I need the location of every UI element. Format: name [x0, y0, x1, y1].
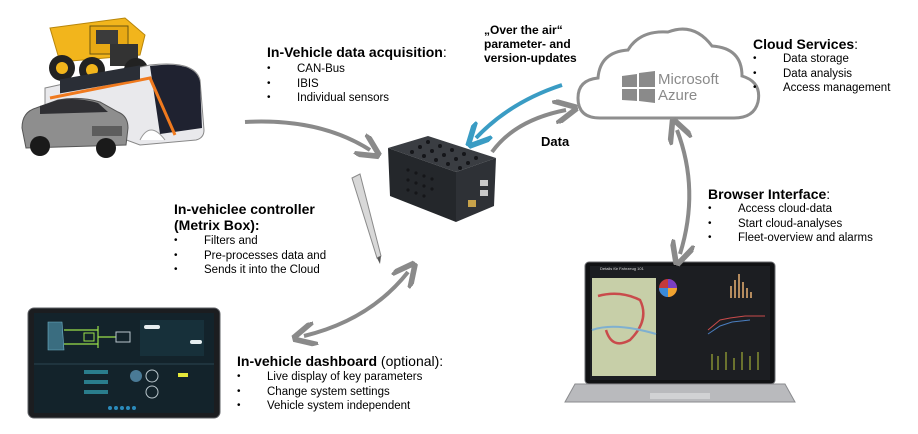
controller-block: In-vehiclee controller (Metrix Box): Fil…	[174, 201, 326, 278]
list-item: Start cloud-analyses	[708, 217, 873, 232]
dump-truck-icon	[49, 17, 148, 83]
list-item: CAN-Bus	[267, 62, 447, 77]
controller-title: In-vehiclee controller (Metrix Box):	[174, 201, 326, 233]
data-label: Data	[541, 134, 570, 149]
list-item: IBIS	[267, 77, 447, 92]
browser-list: Access cloud-data Start cloud-analyses F…	[708, 202, 873, 246]
list-item: Fleet-overview and alarms	[708, 231, 873, 246]
car-icon	[21, 97, 129, 158]
list-item: Vehicle system independent	[237, 399, 443, 414]
metrix-box-device	[388, 136, 496, 222]
list-item: Individual sensors	[267, 91, 447, 106]
list-item: Data storage	[753, 52, 890, 67]
logo-azure: Azure	[658, 87, 698, 104]
ota-line: version-updates	[484, 51, 577, 65]
azure-logo-text: Microsoft Azure	[658, 72, 719, 104]
arrow-cloud-browser	[677, 130, 689, 254]
list-item: Access cloud-data	[708, 202, 873, 217]
browser-block: Browser Interface: Access cloud-data Sta…	[708, 186, 873, 246]
cloud-title: Cloud Services:	[753, 36, 859, 52]
arrow-vehicles-to-box	[244, 119, 370, 150]
logo-microsoft: Microsoft	[658, 71, 719, 88]
list-item: Change system settings	[237, 385, 443, 400]
laptop-image	[564, 261, 796, 403]
list-item: Access management	[753, 81, 890, 96]
acquisition-title: In-Vehicle data acquisition:	[267, 44, 447, 60]
dashboard-block: In-vehicle dashboard (optional): Live di…	[237, 353, 443, 414]
list-item: Pre-processes data and	[174, 249, 326, 264]
browser-title: Browser Interface:	[708, 186, 831, 202]
ota-label: „Over the air“ parameter- and version-up…	[484, 23, 577, 65]
arrow-cloud-to-box-ota	[476, 83, 563, 138]
laptop-screen-title: Details für Fahrzeug 101	[600, 266, 644, 271]
cloud-list: Data storage Data analysis Access manage…	[753, 52, 890, 96]
dashboard-title: In-vehicle dashboard (optional):	[237, 353, 444, 369]
ota-line: „Over the air“	[484, 23, 563, 37]
bus-icon	[44, 63, 205, 146]
list-item: Data analysis	[753, 67, 890, 82]
arrow-box-to-cloud-data	[490, 110, 566, 154]
controller-title-line: (Metrix Box):	[174, 217, 260, 233]
cloud-block: Cloud Services: Data storage Data analys…	[753, 36, 890, 96]
controller-title-line: In-vehiclee controller	[174, 201, 315, 217]
arrow-box-dashboard	[304, 272, 408, 336]
acquisition-block: In-Vehicle data acquisition: CAN-Bus IBI…	[267, 44, 447, 106]
controller-list: Filters and Pre-processes data and Sends…	[174, 234, 326, 278]
ota-line: parameter- and	[484, 37, 571, 51]
tablet-dashboard-image	[27, 307, 221, 419]
acquisition-list: CAN-Bus IBIS Individual sensors	[267, 62, 447, 106]
list-item: Live display of key parameters	[237, 370, 443, 385]
windows-logo-icon	[622, 71, 655, 103]
vehicles-image	[21, 17, 205, 158]
list-item: Sends it into the Cloud	[174, 263, 326, 278]
dashboard-list: Live display of key parameters Change sy…	[237, 370, 443, 414]
pen-icon	[351, 173, 382, 264]
list-item: Filters and	[174, 234, 326, 249]
